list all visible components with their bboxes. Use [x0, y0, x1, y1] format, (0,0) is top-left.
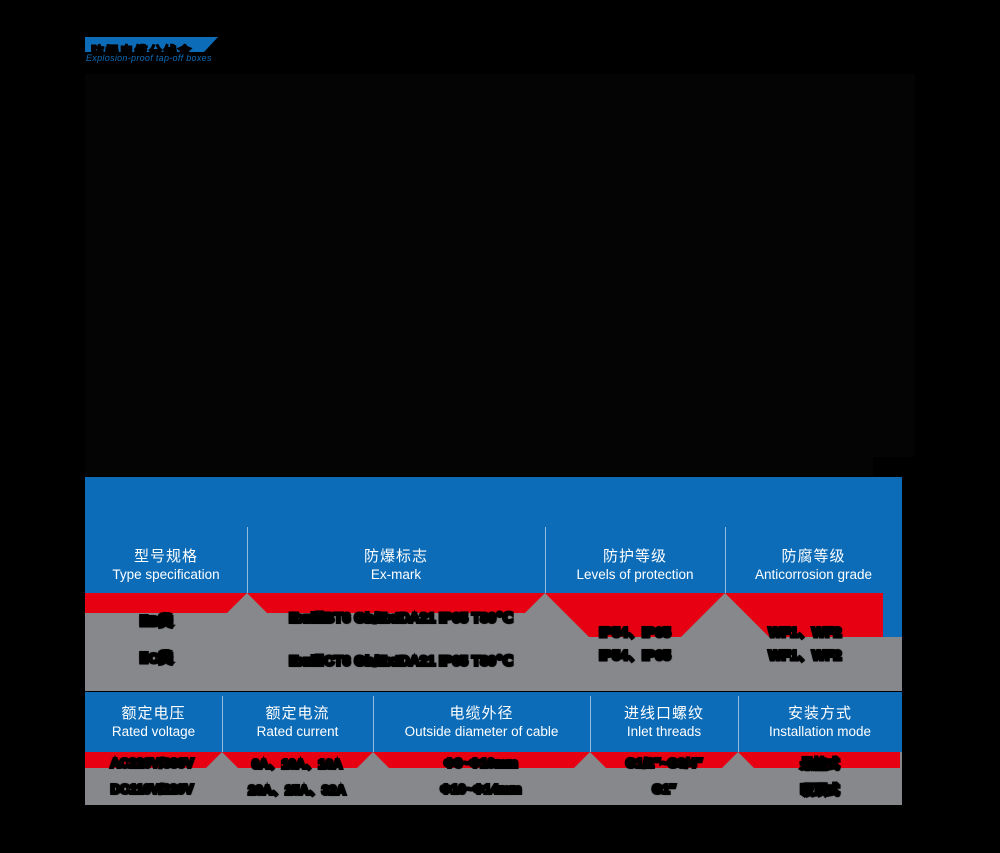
- col-anticorrosion: 防腐等级 Anticorrosion grade: [725, 477, 902, 593]
- divider-notch: [206, 752, 238, 768]
- value-protection-row1: IP54、IP65: [598, 623, 673, 642]
- redacted-body-text: [85, 74, 915, 457]
- col-inlet-threads-cn: 进线口螺纹: [623, 705, 704, 722]
- value-voltage-row2: DC110V/220V: [109, 780, 194, 798]
- col-rated-voltage-en: Rated voltage: [111, 724, 196, 739]
- col-anticorrosion-en: Anticorrosion grade: [754, 567, 873, 582]
- value-voltage-row1: AC220V/380V: [109, 754, 195, 772]
- header-divider: [373, 696, 374, 752]
- spec-table: 型号规格 Type specification 防爆标志 Ex-mark 防护等…: [85, 477, 902, 691]
- value-install-row2: 吸顶式: [799, 781, 841, 799]
- col-rated-current-en: Rated current: [256, 724, 339, 739]
- value-exmark-row2: ExdⅡCT6 Gb/ExtDA21 IP65 T80℃: [288, 651, 515, 670]
- title-banner: [85, 37, 218, 52]
- value-anticorrosion-row1: WF1、WF2: [767, 623, 843, 642]
- col-type-specification: 型号规格 Type specification: [85, 477, 247, 593]
- value-threads-row2: G1″: [651, 780, 678, 798]
- value-current-row2: 20A、25A、32A: [247, 781, 348, 799]
- value-threads-row1: G1/2″~G3/4″: [624, 754, 703, 772]
- col-rated-voltage-cn: 额定电压: [121, 705, 186, 722]
- col-rated-current: 额定电流 Rated current: [222, 692, 373, 752]
- divider-notch: [227, 593, 267, 613]
- product-title-en: Explosion-proof tap-off boxes: [86, 53, 212, 63]
- col-inlet-threads-en: Inlet threads: [626, 724, 702, 739]
- spec-table-header: 型号规格 Type specification 防爆标志 Ex-mark 防护等…: [85, 477, 902, 593]
- value-anticorrosion-row2: WF1、WF2: [767, 646, 843, 665]
- col-installation-mode-en: Installation mode: [768, 724, 872, 739]
- col-protection-en: Levels of protection: [576, 567, 694, 582]
- divider-notch: [722, 752, 754, 768]
- header-divider: [222, 696, 223, 752]
- value-install-row1: 悬挂式: [799, 755, 841, 773]
- value-model-row2: ⅡC类: [138, 649, 174, 668]
- redacted-section-heading: [85, 457, 873, 476]
- value-cable-row2: Φ10~Φ14mm: [439, 780, 523, 798]
- header-divider: [725, 527, 726, 593]
- col-ex-mark: 防爆标志 Ex-mark: [247, 477, 545, 593]
- divider-notch: [681, 593, 769, 637]
- divider-notch: [357, 752, 389, 768]
- value-protection-row2: IP54、IP65: [598, 646, 673, 665]
- col-inlet-threads: 进线口螺纹 Inlet threads: [590, 692, 738, 752]
- blue-corner-tab: [883, 593, 902, 637]
- col-rated-voltage: 额定电压 Rated voltage: [85, 692, 222, 752]
- col-ex-mark-cn: 防爆标志: [363, 548, 428, 565]
- col-cable-diameter-en: Outside diameter of cable: [404, 724, 559, 739]
- ratings-table-header: 额定电压 Rated voltage 额定电流 Rated current 电缆…: [85, 692, 902, 752]
- accent-band-left: [85, 593, 545, 613]
- divider-notch: [574, 752, 606, 768]
- accent-band: [85, 752, 900, 768]
- header-divider: [247, 527, 248, 593]
- value-exmark-row1: ExdⅡBT6 Gb/ExtDA21 IP65 T80℃: [288, 608, 515, 627]
- product-title: 防爆电缆分线盒: [90, 43, 193, 60]
- col-cable-diameter-cn: 电缆外径: [449, 705, 514, 722]
- header-divider: [545, 527, 546, 593]
- col-installation-mode-cn: 安装方式: [787, 705, 852, 722]
- col-protection-cn: 防护等级: [602, 548, 667, 565]
- col-installation-mode: 安装方式 Installation mode: [738, 692, 902, 752]
- ratings-table: 额定电压 Rated voltage 额定电流 Rated current 电缆…: [85, 692, 902, 805]
- value-model-row1: ⅡB类: [138, 612, 174, 631]
- col-cable-diameter: 电缆外径 Outside diameter of cable: [373, 692, 590, 752]
- col-ex-mark-en: Ex-mark: [370, 567, 422, 582]
- value-cable-row1: Φ8~Φ10mm: [443, 754, 520, 772]
- col-protection: 防护等级 Levels of protection: [545, 477, 725, 593]
- header-divider: [738, 696, 739, 752]
- col-rated-current-cn: 额定电流: [265, 705, 330, 722]
- value-current-row1: 6A、10A、16A: [250, 755, 343, 773]
- col-anticorrosion-cn: 防腐等级: [781, 548, 846, 565]
- col-type-specification-cn: 型号规格: [133, 548, 198, 565]
- col-type-specification-en: Type specification: [112, 567, 220, 582]
- divider-notch: [501, 593, 589, 637]
- header-divider: [590, 696, 591, 752]
